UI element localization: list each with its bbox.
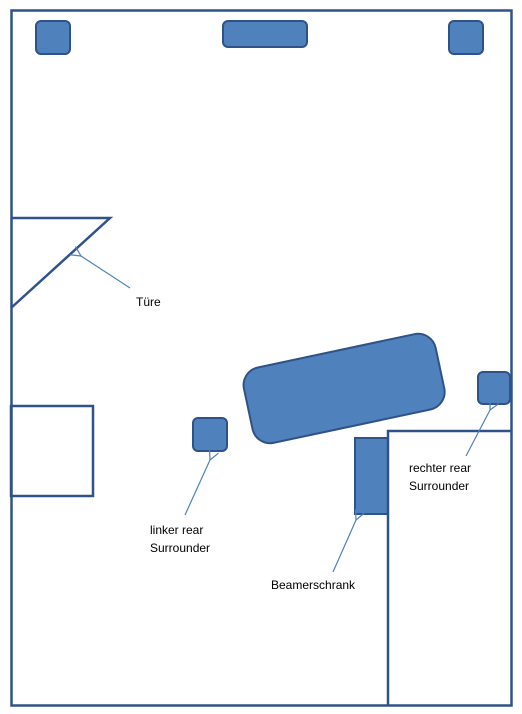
left-rear-surround-speaker [192,417,228,452]
projector-cabinet-label: Beamerschrank [271,578,356,592]
room-outline [10,9,513,707]
center-speaker [222,20,308,48]
left-wall-cabinet [9,404,95,498]
front-right-speaker [448,20,484,55]
left-rear-label-line1: linker rear [150,523,203,537]
projector-cabinet-arrow [332,520,356,573]
left-rear-label-line2: Surrounder [150,541,210,555]
right-rear-arrow [465,410,490,457]
left-rear-arrow [184,460,210,516]
door-arrow [81,256,131,289]
right-rear-label-line1: rechter rear [409,461,471,475]
right-rear-surround-speaker [477,371,511,405]
projector-cabinet [354,437,389,515]
sofa [242,332,446,445]
door-swing [10,216,114,309]
front-left-speaker [35,20,71,55]
door-label: Türe [136,295,161,309]
right-rear-label-line2: Surrounder [409,479,469,493]
right-room-partition [386,429,511,705]
